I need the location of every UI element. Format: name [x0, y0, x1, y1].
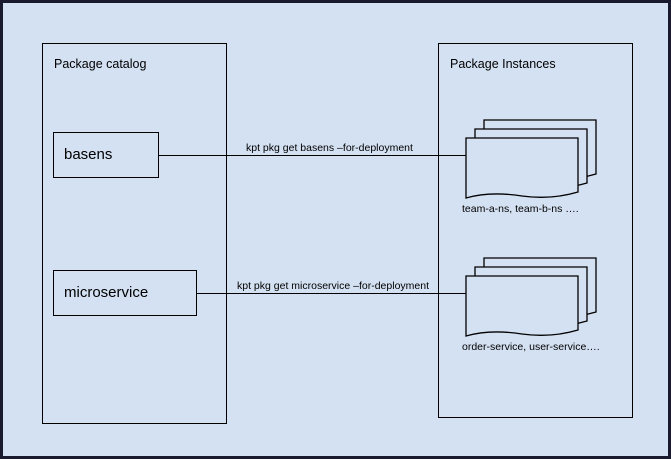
arrow-basens — [159, 155, 474, 156]
document-stack-namespaces-caption: team-a-ns, team-b-ns …. — [462, 203, 579, 215]
arrow-label-basens: kpt pkg get basens –for-deployment — [246, 142, 413, 154]
arrow-microservice — [197, 293, 474, 294]
package-box-microservice[interactable]: microservice — [53, 270, 197, 316]
package-box-basens[interactable]: basens — [53, 132, 159, 178]
package-box-microservice-label: microservice — [64, 284, 149, 301]
package-catalog-title: Package catalog — [54, 57, 147, 71]
package-box-basens-label: basens — [64, 146, 113, 163]
document-stack-services-icon — [464, 256, 598, 337]
package-catalog-container: Package catalog — [42, 43, 227, 424]
package-instances-container: Package Instances — [438, 43, 633, 418]
document-stack-namespaces-icon — [464, 118, 598, 199]
document-stack-services-caption: order-service, user-service…. — [462, 341, 600, 353]
arrow-label-microservice: kpt pkg get microservice –for-deployment — [237, 280, 429, 292]
package-instances-title: Package Instances — [450, 57, 556, 71]
